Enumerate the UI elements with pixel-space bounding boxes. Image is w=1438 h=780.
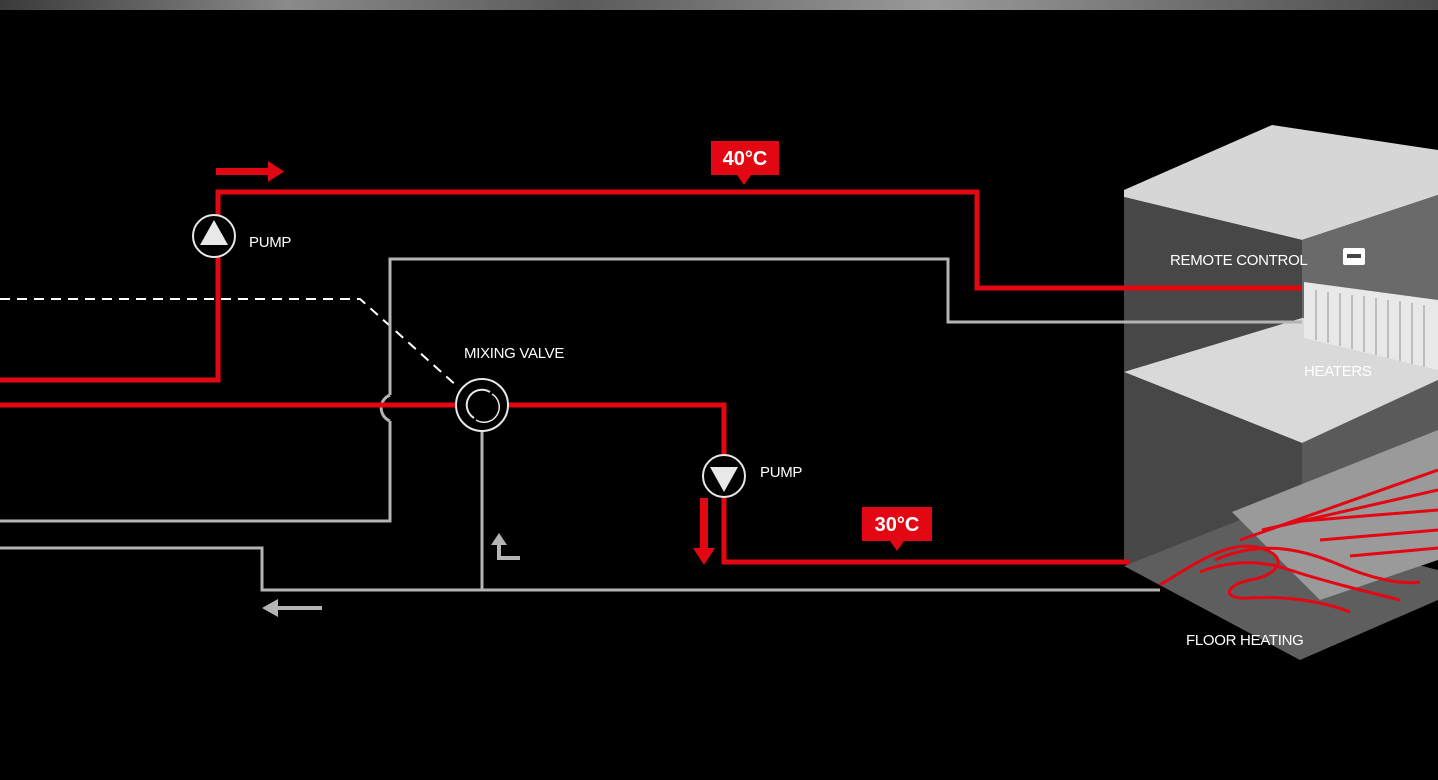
- arrow-right-icon: [216, 161, 284, 182]
- arrow-down-icon: [693, 498, 715, 565]
- temp-tag-floor: 30°C: [862, 507, 932, 551]
- remote-control-label: REMOTE CONTROL: [1170, 252, 1307, 269]
- pump-bottom-label: PUMP: [760, 464, 802, 481]
- flow-arrows: [216, 161, 715, 617]
- floor-supply-line: [508, 402, 1130, 565]
- arrow-left-icon: [262, 599, 322, 617]
- heater-radiator: [1304, 282, 1438, 370]
- temp-supply-value: 40°C: [723, 148, 768, 170]
- heater-return-line-lower: [0, 421, 392, 523]
- pump-bottom-icon: [702, 454, 746, 498]
- return-lines: [0, 257, 1302, 592]
- heaters-label: HEATERS: [1304, 363, 1372, 380]
- pump-top-label: PUMP: [249, 234, 291, 251]
- heater-return-line: [388, 257, 1302, 395]
- temp-floor-value: 30°C: [875, 514, 920, 536]
- crossover-hop: [379, 393, 391, 423]
- floor-heating-label: FLOOR HEATING: [1186, 632, 1304, 649]
- temp-tag-supply: 40°C: [711, 141, 779, 185]
- floor-heated-area: [1232, 430, 1438, 600]
- header-photo-strip: [0, 0, 1438, 10]
- floor-heating-coils: [1159, 468, 1438, 614]
- pump-top-icon: [192, 214, 236, 258]
- mixing-valve-label: MIXING VALVE: [464, 345, 564, 362]
- mixing-valve-icon: [455, 378, 509, 432]
- heater-supply-line: [0, 189, 1302, 383]
- control-signal-line: [0, 298, 459, 388]
- arrow-up-turn-icon: [491, 533, 520, 560]
- house-illustration: [1124, 125, 1438, 660]
- floor-return-line: [0, 546, 1160, 592]
- roof-top: [1124, 125, 1438, 240]
